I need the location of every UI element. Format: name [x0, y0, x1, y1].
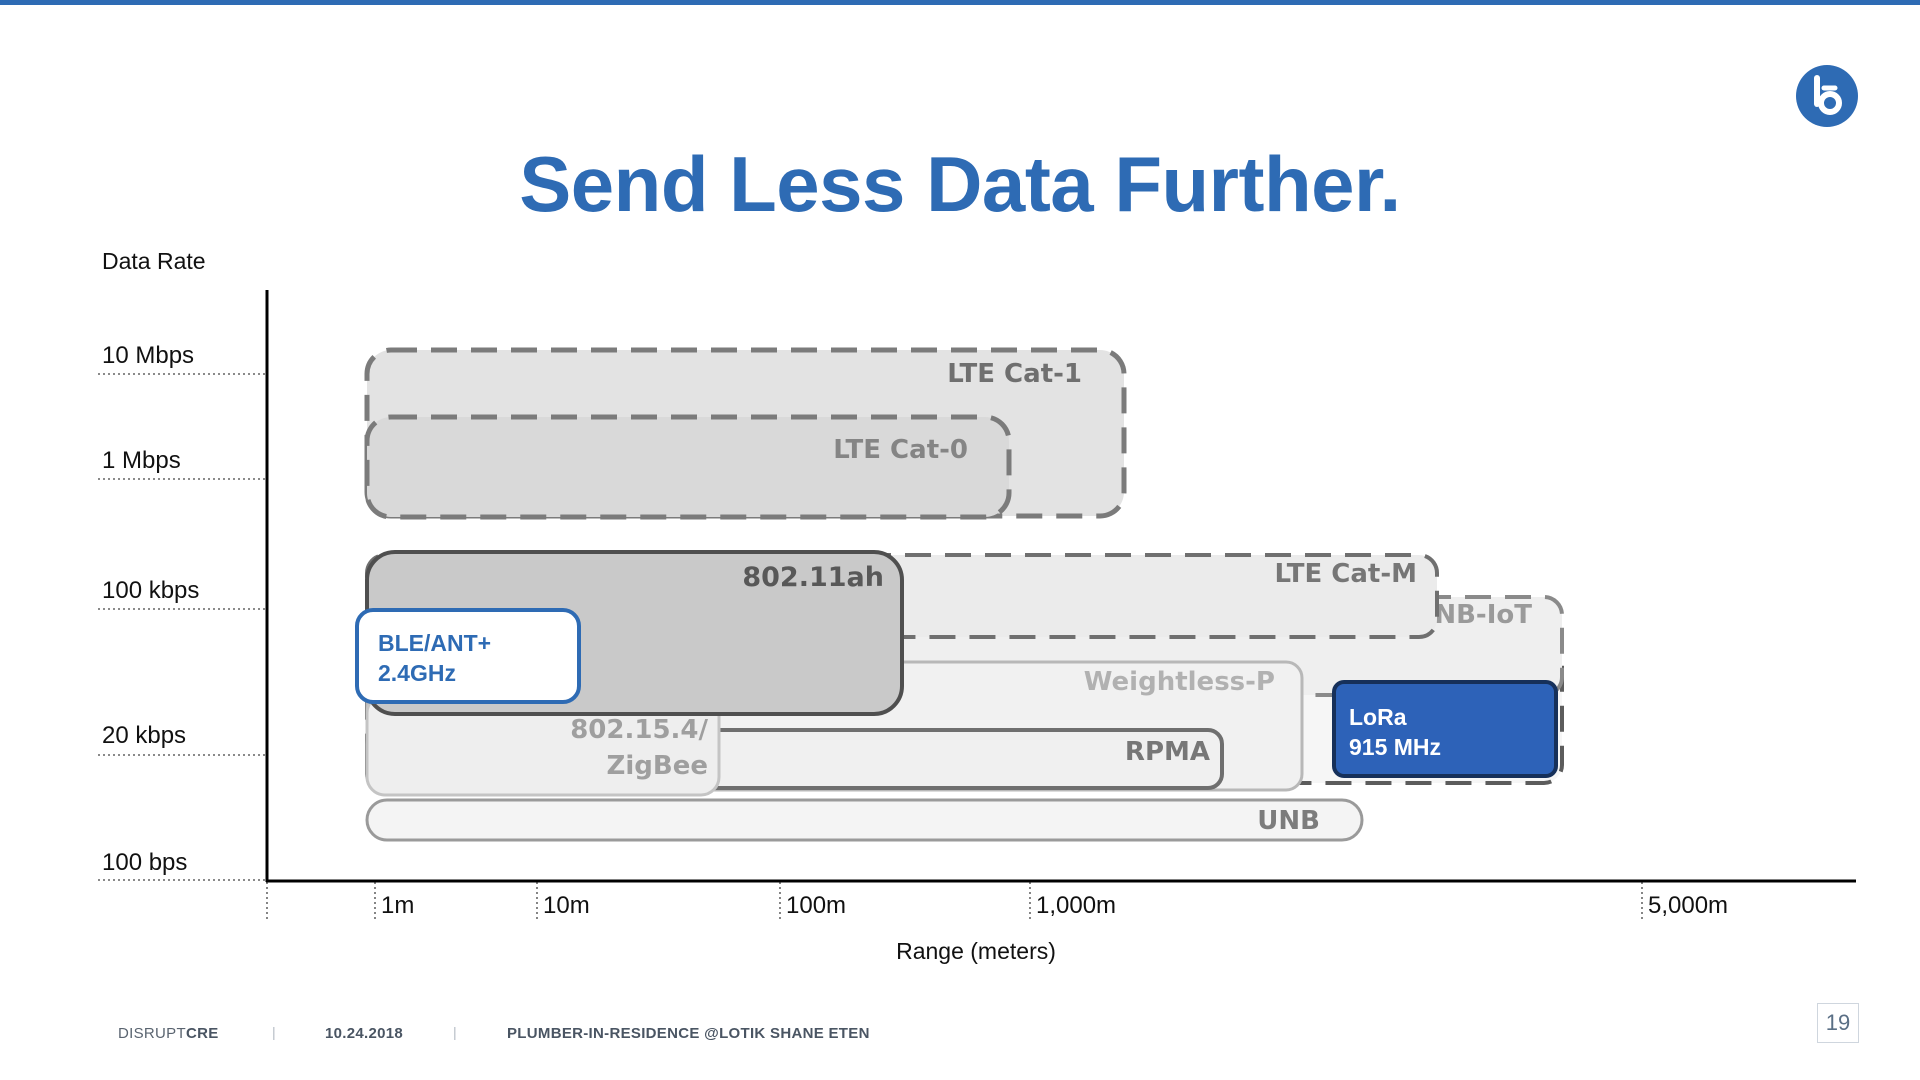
ble-ant-callout-label: 2.4GHz [378, 660, 456, 686]
y-axis-title: Data Rate [102, 248, 206, 274]
802-11ah-label: 802.11ah [742, 562, 884, 593]
ble-ant-callout-box [355, 608, 581, 704]
region-lte-cat-0: LTE Cat-0 [364, 414, 1012, 520]
top-accent-rule [0, 0, 1920, 5]
footer-presenter: PLUMBER-IN-RESIDENCE @LOTIK SHANE ETEN [507, 1025, 870, 1042]
footer-separator: | [453, 1024, 457, 1040]
lotik-logo-icon [1796, 65, 1858, 127]
y-tick-label: 20 kbps [102, 722, 187, 749]
footer-date: 10.24.2018 [325, 1025, 403, 1042]
footer-presenter-text: PLUMBER-IN-RESIDENCE @LOTIK SHANE ETEN [507, 1025, 870, 1042]
802-15-4-zigbee-label: 802.15.4/ [570, 715, 708, 745]
unb-region-box [365, 798, 1364, 842]
y-tick-label: 100 bps [102, 849, 188, 876]
lte-cat-1-label: LTE Cat-1 [947, 359, 1082, 389]
x-tick-label: 5,000m [1648, 892, 1729, 919]
region-802-15-4-zigbee: 802.15.4/ZigBee [365, 693, 721, 797]
lora-callout-box [1332, 680, 1558, 778]
page-number: 19 [1817, 1003, 1859, 1043]
footer-brand-suffix: CRE [185, 1025, 219, 1042]
ble-ant-callout-label: BLE/ANT+ [378, 630, 491, 656]
lte-cat-0-label: LTE Cat-0 [833, 435, 968, 465]
x-tick-label: 1,000m [1036, 892, 1117, 919]
slide-title: Send Less Data Further. [519, 140, 1401, 228]
lte-cat-0-region-box [364, 414, 1012, 520]
region-unb: UNB [365, 798, 1364, 842]
footer-date-text: 10.24.2018 [325, 1025, 404, 1042]
footer-separator: | [272, 1024, 276, 1040]
802-15-4-zigbee-label: ZigBee [607, 751, 708, 781]
rpma-label: RPMA [1125, 737, 1210, 767]
callout-ble-ant: BLE/ANT+ 2.4GHz [355, 608, 581, 704]
x-tick-label: 100m [786, 892, 847, 919]
y-tick-label: 10 Mbps [102, 342, 195, 369]
nb-iot-label: NB-IoT [1434, 600, 1532, 630]
x-tick-label: 1m [381, 892, 415, 919]
footer-brand: DISRUPTCRE [118, 1025, 219, 1042]
unb-label: UNB [1257, 806, 1320, 836]
gridline-group [98, 373, 1643, 920]
x-tick-label: 10m [543, 892, 590, 919]
y-tick-label: 1 Mbps [102, 447, 181, 474]
x-axis-title: Range (meters) [896, 938, 1056, 964]
callout-lora: LoRa 915 MHz [1332, 680, 1558, 778]
lte-cat-m-label: LTE Cat-M [1274, 559, 1417, 589]
lora-callout-label: LoRa [1349, 704, 1407, 730]
footer-brand-prefix: DISRUPT [118, 1025, 186, 1042]
y-tick-label: 100 kbps [102, 577, 200, 604]
weightless-p-label: Weightless-P [1084, 667, 1275, 697]
lora-callout-label: 915 MHz [1349, 734, 1441, 760]
